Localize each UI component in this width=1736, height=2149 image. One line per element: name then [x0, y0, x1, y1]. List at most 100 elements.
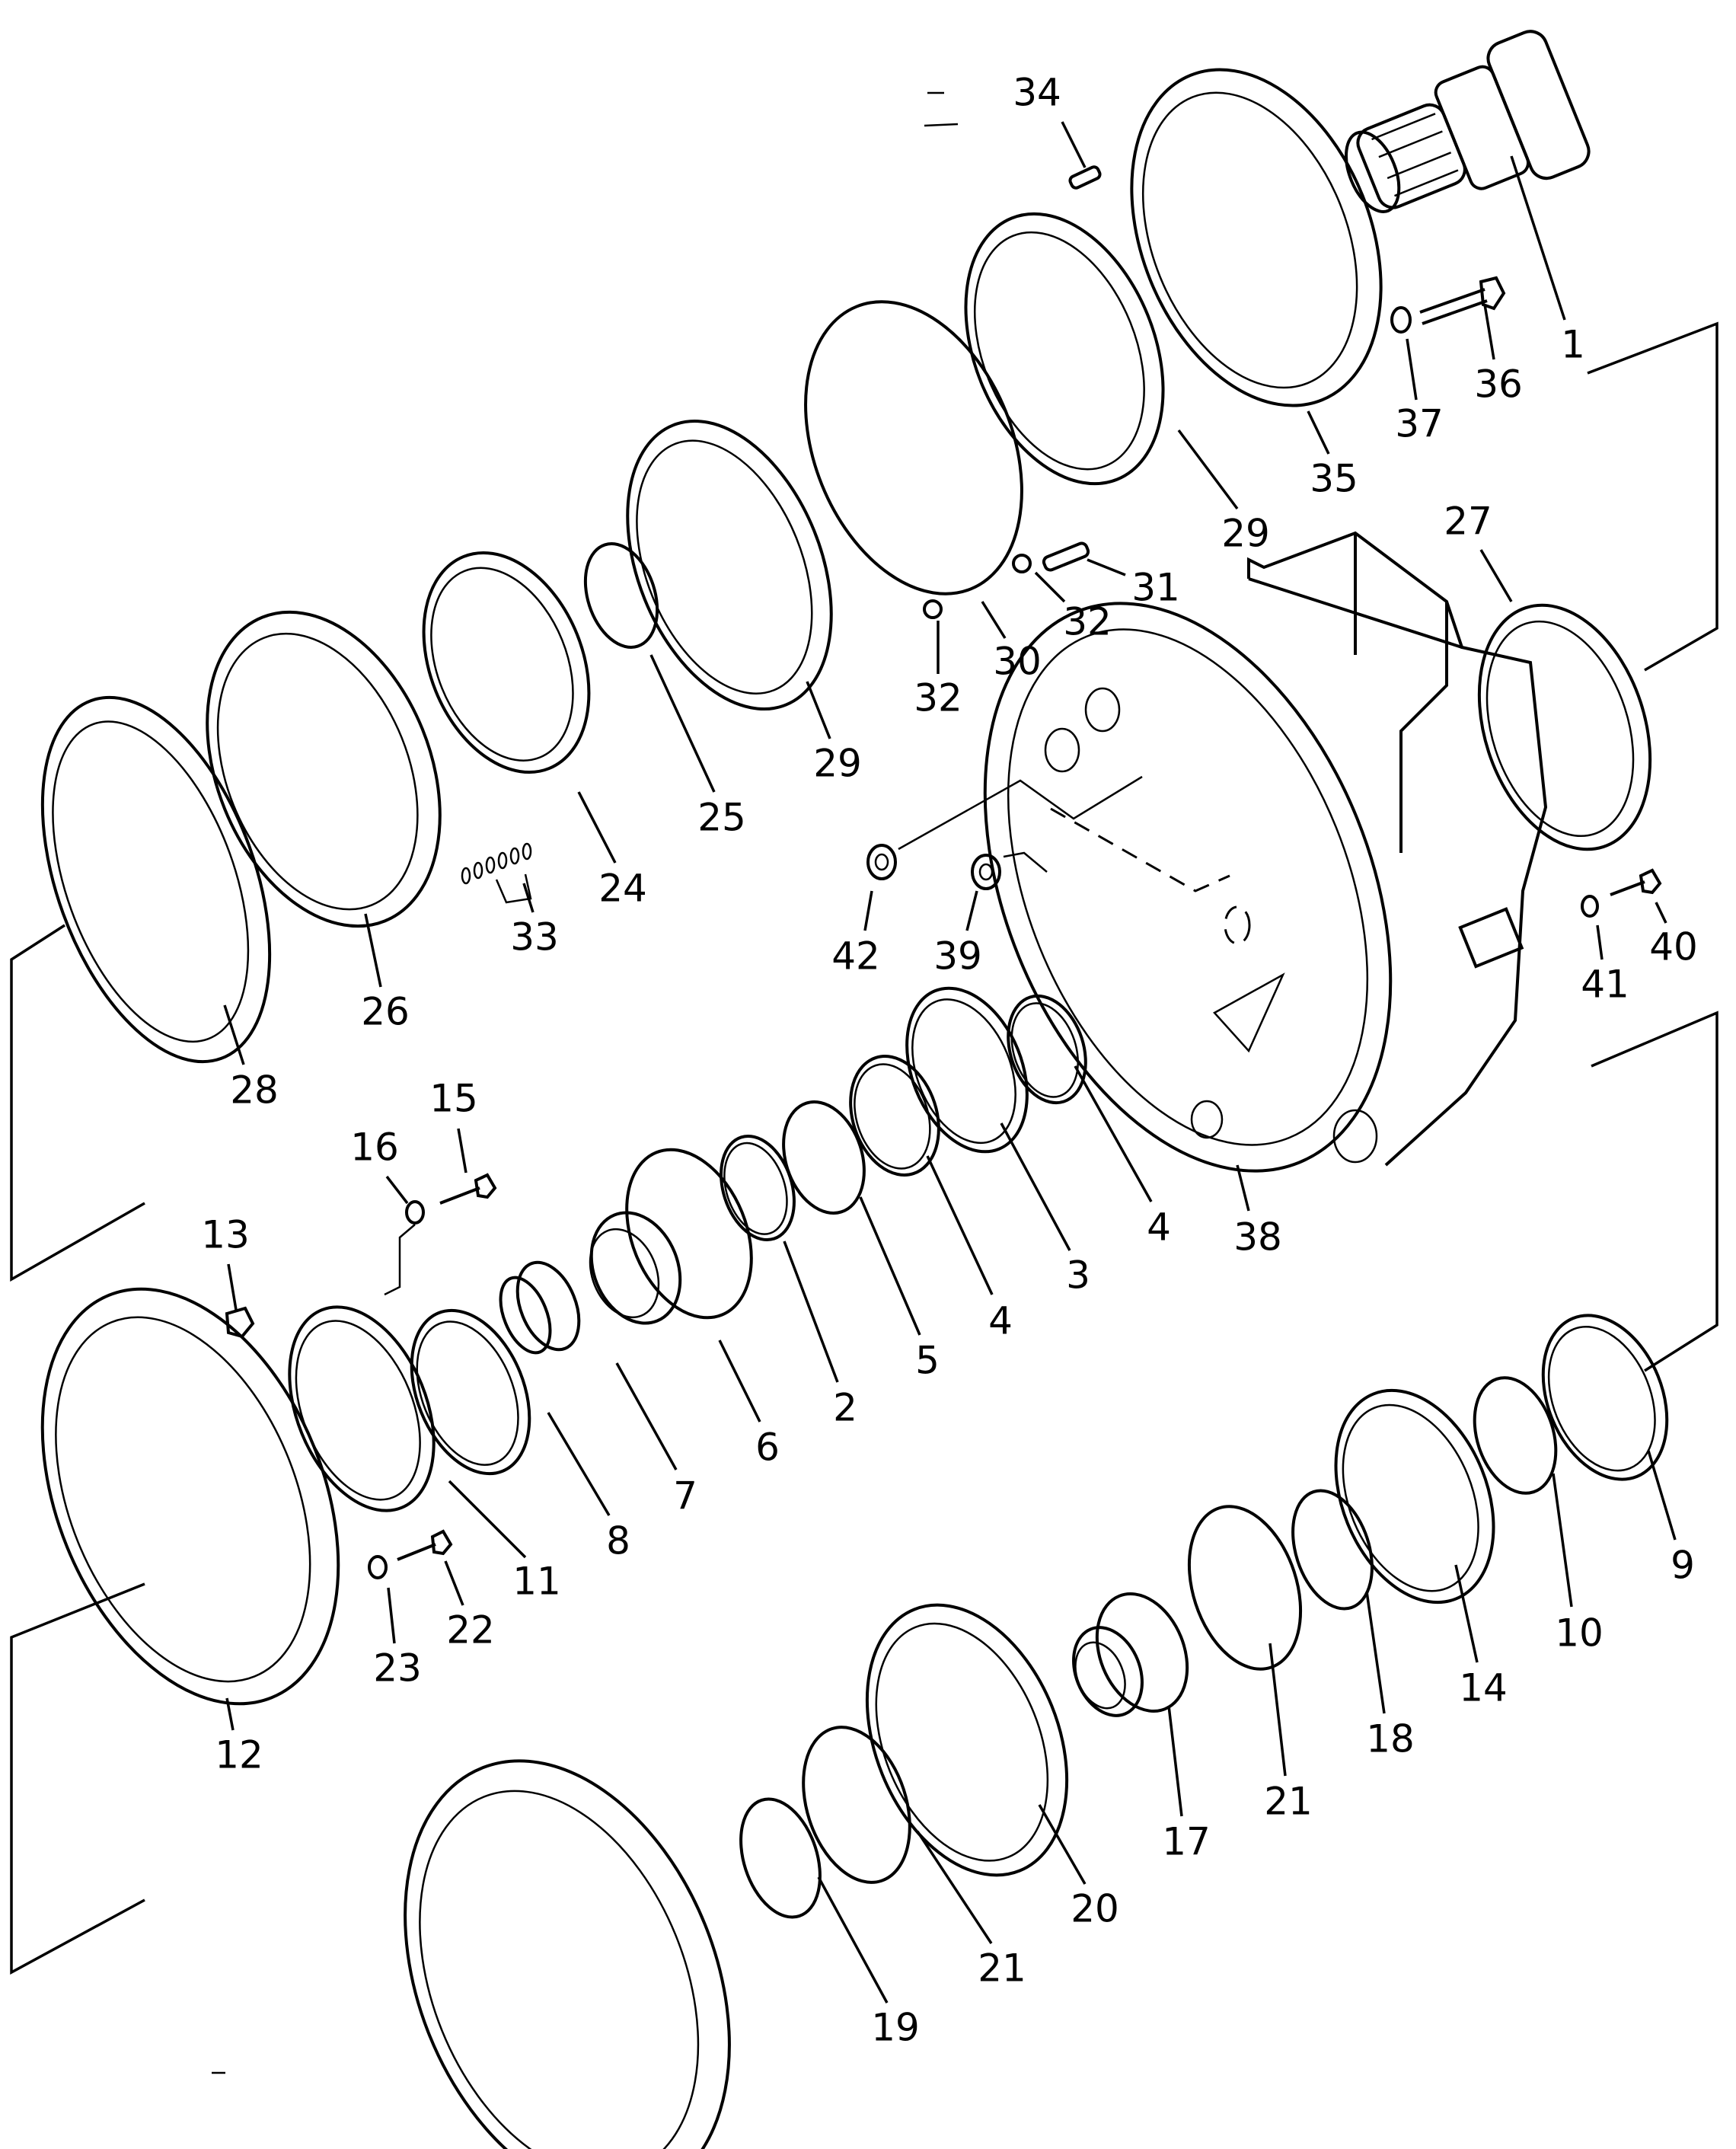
housing-12 — [40, 1287, 340, 1706]
leader-line — [577, 791, 617, 864]
callout-30: 30 — [981, 601, 1042, 684]
drum — [404, 1759, 731, 2149]
callout-15: 15 — [429, 1077, 478, 1173]
leader-line — [444, 1560, 464, 1606]
part-number-label: 16 — [350, 1126, 399, 1170]
callout-5: 5 — [859, 1196, 940, 1383]
leader-line — [649, 654, 716, 793]
bolt-40 — [1610, 868, 1662, 896]
o-ring-27 — [1477, 603, 1652, 851]
callout-17: 17 — [1162, 1705, 1211, 1864]
callout-12: 12 — [215, 1697, 263, 1777]
callout-18: 18 — [1365, 1591, 1415, 1761]
leader-line — [926, 1155, 994, 1295]
part-number-label: 42 — [831, 934, 880, 979]
callout-9: 9 — [1647, 1450, 1695, 1588]
snap-ring-25 — [583, 542, 659, 649]
washer-16 — [405, 1200, 425, 1225]
bolt-36 — [1419, 276, 1506, 325]
nut-13 — [225, 1306, 255, 1339]
part-number-label: 32 — [1063, 600, 1112, 644]
sleeve-7 — [499, 1260, 581, 1355]
part-number-label: 26 — [361, 990, 410, 1034]
callout-23: 23 — [373, 1587, 422, 1691]
pin-31 — [1042, 541, 1090, 572]
leader-line — [718, 1340, 761, 1423]
callout-4: 4 — [1074, 1065, 1171, 1250]
ring-2 — [720, 1134, 796, 1242]
leader-line — [1483, 304, 1495, 360]
part-number-label: 33 — [510, 915, 559, 960]
callout-32: 32 — [1034, 571, 1112, 644]
part-number-label: 22 — [446, 1608, 495, 1652]
part-number-label: 15 — [429, 1077, 478, 1121]
part-number-label: 2 — [833, 1386, 857, 1430]
callout-21: 21 — [1264, 1643, 1313, 1824]
callout-1: 1 — [1510, 155, 1585, 367]
leader-line — [981, 601, 1007, 639]
bearing-3 — [905, 986, 1029, 1154]
snap-ring-18 — [1291, 1489, 1374, 1611]
callout-29: 29 — [806, 681, 862, 786]
piston-26 — [206, 610, 442, 928]
leader-line — [859, 1196, 921, 1336]
callout-26: 26 — [361, 913, 410, 1034]
part-number-label: 1 — [1561, 323, 1585, 367]
snap-ring-21-bottom — [802, 1726, 911, 1884]
part-number-label: 14 — [1459, 1666, 1508, 1710]
leader-line — [783, 1241, 839, 1383]
leader-line — [1034, 571, 1066, 603]
gear-17 — [1072, 1592, 1189, 1717]
part-number-label: 40 — [1649, 925, 1698, 969]
part-number-label: 17 — [1162, 1820, 1211, 1864]
leader-line — [1236, 1164, 1250, 1212]
leader-line — [1596, 924, 1604, 960]
leader-line — [547, 1412, 611, 1516]
leader-line — [965, 890, 978, 931]
part-number-label: 13 — [201, 1213, 250, 1257]
callout-25: 25 — [649, 654, 746, 840]
callout-19: 19 — [817, 1876, 920, 2050]
part-number-label: 5 — [915, 1339, 940, 1383]
leader-line — [457, 1128, 468, 1173]
part-number-label: 3 — [1066, 1253, 1090, 1298]
part-number-label: 20 — [1071, 1887, 1119, 1931]
bolt-22 — [397, 1529, 453, 1561]
part-number-label: 32 — [914, 676, 962, 720]
washer-23 — [368, 1555, 388, 1579]
leader-line — [225, 1697, 235, 1731]
assembly-brackets — [10, 321, 1718, 1975]
leader-line — [1177, 429, 1239, 510]
part-number-label: 12 — [215, 1733, 263, 1777]
bearing-9 — [1541, 1314, 1669, 1481]
leader-line — [1655, 902, 1667, 924]
callout-10: 10 — [1552, 1473, 1604, 1656]
callout-11: 11 — [448, 1480, 561, 1604]
callout-40: 40 — [1649, 902, 1698, 969]
callout-41: 41 — [1581, 924, 1629, 1007]
part-number-label: 41 — [1581, 963, 1629, 1007]
callout-31: 31 — [1087, 558, 1180, 610]
part-number-label: 18 — [1366, 1717, 1415, 1761]
part-number-label: 6 — [755, 1426, 780, 1470]
callout-8: 8 — [547, 1412, 630, 1563]
snap-ring-21-right — [1187, 1505, 1303, 1671]
leader-line — [227, 1263, 238, 1311]
leader-line — [1000, 1122, 1071, 1251]
leader-line — [1074, 1065, 1153, 1202]
part-number-label: 29 — [1221, 512, 1270, 556]
part-number-label: 23 — [373, 1646, 422, 1691]
springs-33 — [461, 842, 532, 904]
callout-3: 3 — [1000, 1122, 1090, 1298]
callout-22: 22 — [444, 1560, 495, 1652]
part-number-label: 29 — [813, 742, 862, 786]
leader-line — [806, 681, 831, 739]
callout-33: 33 — [510, 883, 559, 960]
clip-32-b — [923, 599, 943, 619]
leader-line — [1647, 1450, 1677, 1541]
carrier-6 — [589, 1148, 753, 1325]
leader-line — [1479, 549, 1513, 602]
snap-ring-10 — [1473, 1376, 1558, 1495]
leader-line — [223, 1004, 245, 1065]
